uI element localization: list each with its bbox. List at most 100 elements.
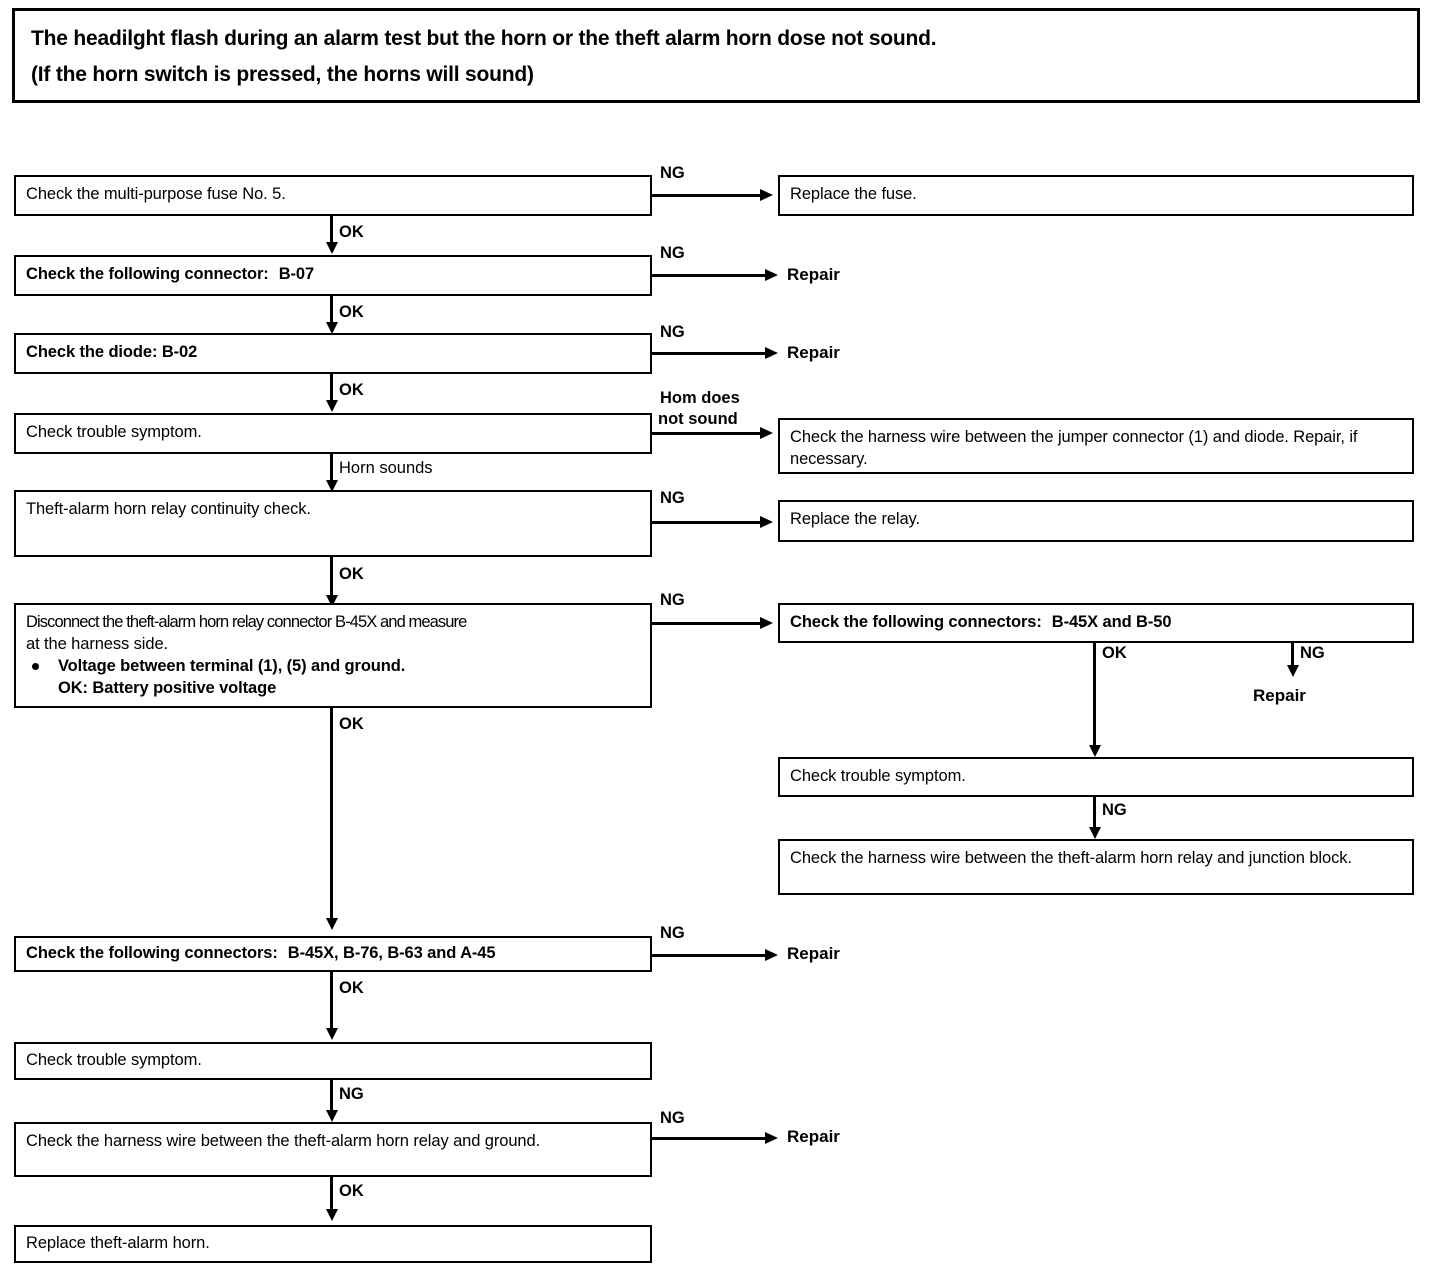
node-replace-theft-alarm-horn[interactable]: Replace theft-alarm horn.	[14, 1225, 652, 1263]
node-harness-jumper-diode[interactable]: Check the harness wire between the jumpe…	[778, 418, 1414, 474]
edge-connectors-four-ng-line	[652, 954, 767, 957]
node-check-diode-b02[interactable]: Check the diode: B-02	[14, 333, 652, 374]
edge-symptom1-hornsounds-line	[330, 454, 333, 482]
edge-disconnect-ng-arrow	[760, 617, 773, 629]
edge-symptom3-ng-line	[330, 1080, 333, 1112]
terminal-repair-b45xb50: Repair	[1253, 686, 1306, 705]
edge-connectors-four-ng-arrow	[765, 949, 778, 961]
edge-label-connectors-four-ok: OK	[339, 979, 364, 997]
edge-disconnect-ok-line	[330, 708, 333, 920]
edge-b45xb50-ok-line	[1093, 643, 1096, 747]
edge-relay-ng-arrow	[760, 516, 773, 528]
edge-disconnect-ok-arrow	[325, 918, 338, 930]
edge-connectors-four-ok-line	[330, 972, 333, 1030]
edge-label-connectors-four-ng: NG	[660, 924, 685, 942]
edge-diode-ok-line	[330, 374, 333, 402]
edge-harness-ground-ng-arrow	[765, 1132, 778, 1144]
edge-label-b07-ok: OK	[339, 303, 364, 321]
edge-b07-ng-arrow	[765, 269, 778, 281]
node-trouble-symptom-1[interactable]: Check trouble symptom.	[14, 413, 652, 454]
node-check-connector-b07-value: B-07	[278, 265, 315, 283]
edge-symptom1-line	[652, 432, 762, 435]
node-trouble-symptom-2[interactable]: Check trouble symptom.	[778, 757, 1414, 797]
node-replace-relay[interactable]: Replace the relay.	[778, 500, 1414, 542]
header-line-2: (If the horn switch is pressed, the horn…	[31, 63, 534, 86]
edge-label-harness-ground-ng: NG	[660, 1109, 685, 1127]
node-relay-continuity-check[interactable]: Theft-alarm horn relay continuity check.	[14, 490, 652, 557]
edge-b45xb50-ng-line	[1291, 643, 1294, 669]
edge-label-relay-ok: OK	[339, 565, 364, 583]
node-disconnect-relay-connector[interactable]: Disconnect the theft-alarm horn relay co…	[14, 603, 652, 708]
terminal-repair-harness-ground: Repair	[787, 1127, 840, 1146]
edge-fuse-ng-arrow	[760, 189, 773, 201]
node-check-connectors-b45x-b50-value: B-45X and B-50	[1051, 613, 1172, 631]
node-harness-junction-block-label: Check the harness wire between the theft…	[790, 849, 1352, 867]
edge-label-symptom2-ng: NG	[1102, 801, 1127, 819]
edge-disconnect-ng-line	[652, 622, 762, 625]
edge-diode-ng-arrow	[765, 347, 778, 359]
edge-diode-ng-line	[652, 352, 767, 355]
edge-b07-ok-line	[330, 296, 333, 324]
symptom-header-box: The headilght flash during an alarm test…	[12, 8, 1420, 103]
node-harness-jumper-diode-label: Check the harness wire between the jumpe…	[790, 428, 1358, 468]
node-harness-relay-ground[interactable]: Check the harness wire between the theft…	[14, 1122, 652, 1177]
edge-relay-ok-line	[330, 557, 333, 597]
edge-harness-ground-ok-line	[330, 1177, 333, 1211]
edge-b07-ok-arrow	[325, 322, 338, 334]
edge-harness-ground-ok-arrow	[325, 1209, 338, 1221]
terminal-repair-b07: Repair	[787, 265, 840, 284]
edge-label-symptom3-ng: NG	[339, 1085, 364, 1103]
edge-symptom1-arrow	[760, 427, 773, 439]
node-check-connectors-four-value: B-45X, B-76, B-63 and A-45	[287, 944, 496, 962]
edge-symptom1-hornsounds-arrow	[325, 480, 338, 492]
edge-symptom2-ng-line	[1093, 797, 1096, 829]
edge-label-fuse-ok: OK	[339, 223, 364, 241]
node-disconnect-bullet: Voltage between terminal (1), (5) and gr…	[58, 657, 406, 675]
edge-harness-ground-ng-line	[652, 1137, 767, 1140]
edge-label-b45xb50-ng: NG	[1300, 644, 1325, 662]
node-check-fuse[interactable]: Check the multi-purpose fuse No. 5.	[14, 175, 652, 216]
node-trouble-symptom-3-label: Check trouble symptom.	[26, 1051, 202, 1069]
edge-diode-ok-arrow	[325, 400, 338, 412]
terminal-repair-diode: Repair	[787, 343, 840, 362]
node-check-connector-b07-label: Check the following connector:	[26, 265, 269, 283]
node-disconnect-line-2: at the harness side.	[26, 635, 169, 653]
node-check-connectors-b45x-b50[interactable]: Check the following connectors: B-45X and…	[778, 603, 1414, 643]
node-trouble-symptom-2-label: Check trouble symptom.	[790, 767, 966, 785]
terminal-repair-connectors-four: Repair	[787, 944, 840, 963]
node-trouble-symptom-3[interactable]: Check trouble symptom.	[14, 1042, 652, 1080]
node-check-connectors-four-label: Check the following connectors:	[26, 944, 278, 962]
edge-label-harness-ground-ok: OK	[339, 1182, 364, 1200]
edge-label-b45xb50-ok: OK	[1102, 644, 1127, 662]
node-replace-fuse-label: Replace the fuse.	[790, 185, 917, 203]
node-check-connectors-four[interactable]: Check the following connectors: B-45X, B-…	[14, 936, 652, 972]
edge-label-horn-does-not-sound-2: not sound	[658, 410, 738, 428]
edge-label-relay-ng: NG	[660, 489, 685, 507]
node-replace-theft-alarm-horn-label: Replace theft-alarm horn.	[26, 1234, 210, 1252]
edge-label-disconnect-ok: OK	[339, 715, 364, 733]
node-replace-relay-label: Replace the relay.	[790, 510, 920, 528]
edge-b45xb50-ok-arrow	[1088, 745, 1101, 757]
edge-symptom2-ng-arrow	[1088, 827, 1101, 839]
node-check-connector-b07[interactable]: Check the following connector: B-07	[14, 255, 652, 296]
node-replace-fuse[interactable]: Replace the fuse.	[778, 175, 1414, 216]
edge-connectors-four-ok-arrow	[325, 1028, 338, 1040]
node-disconnect-line-1: Disconnect the theft-alarm horn relay co…	[26, 613, 467, 631]
edge-label-diode-ng: NG	[660, 323, 685, 341]
node-trouble-symptom-1-label: Check trouble symptom.	[26, 423, 202, 441]
edge-symptom3-ng-arrow	[325, 1110, 338, 1122]
edge-label-fuse-ng: NG	[660, 164, 685, 182]
node-harness-junction-block[interactable]: Check the harness wire between the theft…	[778, 839, 1414, 895]
edge-b45xb50-ng-arrow	[1286, 665, 1299, 677]
bullet-point-icon	[32, 663, 39, 670]
node-check-connectors-b45x-b50-label: Check the following connectors:	[790, 613, 1042, 631]
edge-label-horn-sounds: Horn sounds	[339, 459, 433, 477]
edge-fuse-ok-arrow	[325, 242, 338, 254]
edge-b07-ng-line	[652, 274, 767, 277]
edge-label-horn-does-not-sound-1: Hom does	[660, 389, 740, 407]
edge-label-disconnect-ng: NG	[660, 591, 685, 609]
edge-fuse-ok-line	[330, 216, 333, 244]
edge-label-b07-ng: NG	[660, 244, 685, 262]
edge-fuse-ng-line	[652, 194, 762, 197]
